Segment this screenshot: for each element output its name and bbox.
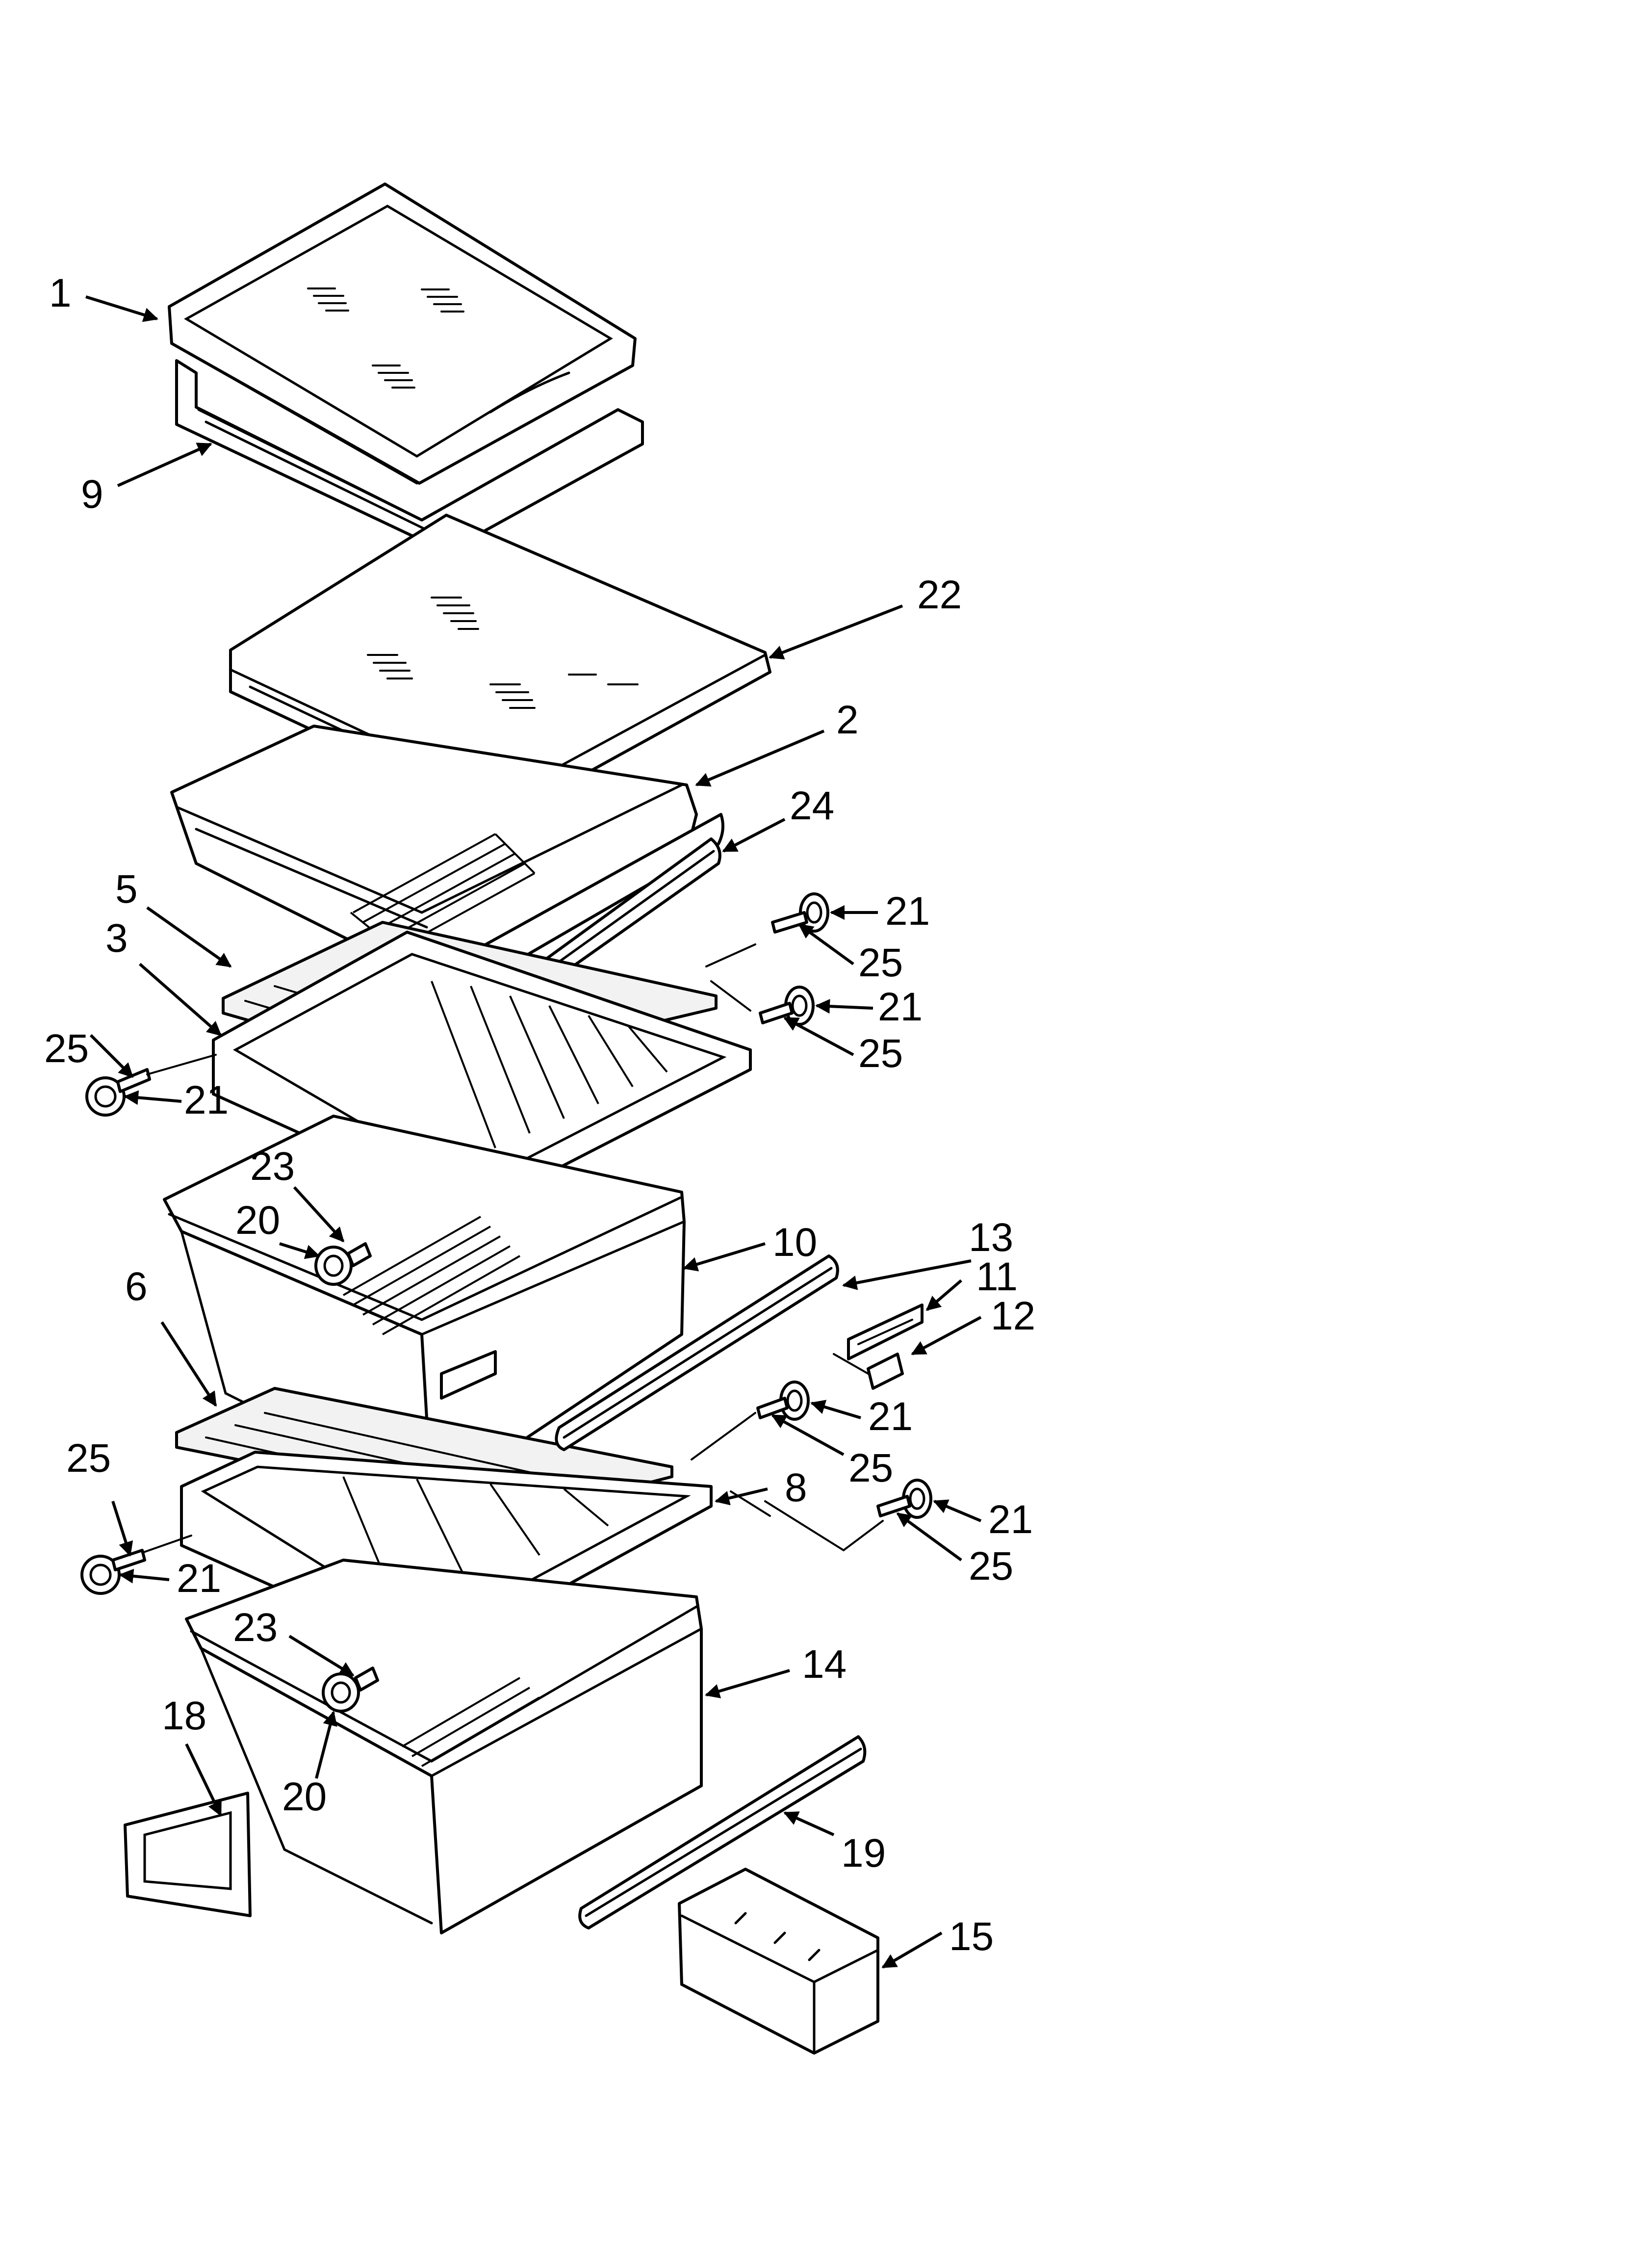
callout-25: 25 bbox=[858, 1031, 903, 1076]
bolt-25-c bbox=[116, 1068, 151, 1093]
callout-25: 25 bbox=[44, 1026, 89, 1071]
bolt-25-a bbox=[771, 911, 808, 934]
callout-21: 21 bbox=[878, 985, 923, 1029]
roller-21-c bbox=[85, 1076, 126, 1117]
part-19-handle bbox=[578, 1735, 867, 1929]
callout-2: 2 bbox=[836, 698, 859, 742]
callout-14: 14 bbox=[802, 1642, 847, 1687]
callout-25: 25 bbox=[848, 1446, 893, 1490]
callout-23: 23 bbox=[250, 1144, 295, 1189]
callout-19: 19 bbox=[841, 1831, 886, 1876]
clip-23-b bbox=[354, 1667, 379, 1692]
bolt-25-b bbox=[759, 1002, 794, 1024]
part-12-bracket bbox=[867, 1353, 904, 1390]
part-13-handle bbox=[555, 1254, 839, 1451]
callout-21: 21 bbox=[184, 1078, 229, 1122]
roller-21-d bbox=[779, 1381, 810, 1421]
callout-25: 25 bbox=[858, 940, 903, 985]
callout-23: 23 bbox=[233, 1605, 278, 1650]
callout-20: 20 bbox=[282, 1774, 327, 1819]
callout-6: 6 bbox=[125, 1264, 148, 1309]
callout-21: 21 bbox=[885, 889, 930, 934]
callout-12: 12 bbox=[991, 1294, 1035, 1338]
part-10-middle-crisper-drawer bbox=[163, 1115, 686, 1503]
callout-18: 18 bbox=[162, 1694, 206, 1738]
callout-24: 24 bbox=[790, 783, 834, 828]
roller-20-a bbox=[314, 1246, 353, 1286]
callout-3: 3 bbox=[105, 916, 128, 961]
part-11-label bbox=[847, 1303, 924, 1360]
bolt-25-e bbox=[876, 1495, 911, 1517]
part-18-label-insert bbox=[124, 1792, 252, 1917]
clip-23-a bbox=[347, 1242, 372, 1267]
part-9-shelf-frame bbox=[175, 359, 644, 553]
callout-22: 22 bbox=[917, 573, 962, 617]
roller-20-b bbox=[322, 1672, 360, 1713]
callout-5: 5 bbox=[115, 867, 138, 912]
callout-10: 10 bbox=[772, 1220, 817, 1265]
callout-11: 11 bbox=[976, 1254, 1018, 1299]
callout-21: 21 bbox=[868, 1394, 913, 1439]
callout-13: 13 bbox=[969, 1215, 1013, 1260]
callout-labels: 1 9 22 2 24 5 3 21 25 21 25 25 21 23 20 … bbox=[44, 271, 1035, 1959]
callout-25: 25 bbox=[66, 1436, 111, 1481]
leader-arrows bbox=[85, 295, 982, 1969]
callout-21: 21 bbox=[988, 1497, 1033, 1542]
callout-25: 25 bbox=[969, 1544, 1013, 1589]
callout-8: 8 bbox=[785, 1465, 807, 1510]
callout-21: 21 bbox=[177, 1556, 221, 1601]
bolt-25-d bbox=[756, 1397, 789, 1419]
callout-9: 9 bbox=[81, 472, 103, 517]
part-15-bin bbox=[678, 1868, 879, 2055]
callout-15: 15 bbox=[949, 1914, 994, 1959]
guide-lines bbox=[141, 943, 884, 1554]
part-1-glass-shelf bbox=[168, 182, 637, 485]
callout-1: 1 bbox=[49, 271, 72, 315]
callout-20: 20 bbox=[235, 1198, 280, 1243]
